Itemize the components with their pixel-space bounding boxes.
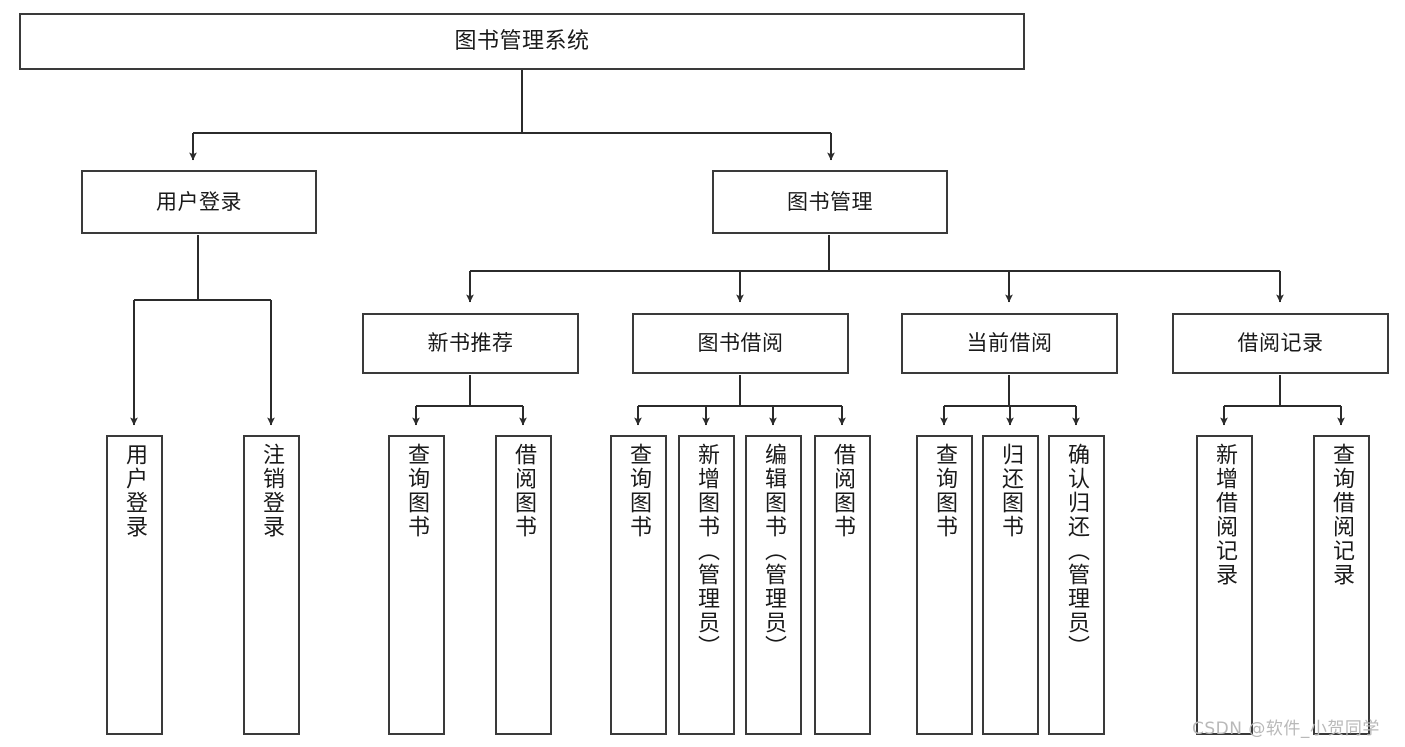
node-new-book-rec-label: 新书推荐	[427, 331, 514, 356]
node-book-manage-label: 图书管理	[787, 189, 873, 214]
node-leaf-add-book-label: 新增图书（管理员）	[694, 443, 720, 659]
node-new-book-rec[interactable]: 新书推荐	[362, 313, 579, 374]
node-leaf-add-record-label: 新增借阅记录	[1212, 443, 1238, 587]
node-leaf-query-book-3-label: 查询图书	[932, 443, 958, 539]
node-user-login-label: 用户登录	[156, 189, 242, 214]
node-book-borrow-label: 图书借阅	[697, 331, 784, 356]
node-leaf-query-book-1-label: 查询图书	[404, 443, 430, 539]
node-borrow-record-label: 借阅记录	[1237, 331, 1324, 356]
node-leaf-edit-book-label: 编辑图书（管理员）	[761, 443, 787, 659]
node-borrow-record[interactable]: 借阅记录	[1172, 313, 1389, 374]
node-leaf-user-login-label: 用户登录	[122, 443, 148, 539]
node-leaf-edit-book[interactable]: 编辑图书（管理员）	[745, 435, 802, 735]
node-user-login[interactable]: 用户登录	[81, 170, 317, 234]
node-root[interactable]: 图书管理系统	[19, 13, 1025, 70]
node-leaf-query-book-2-label: 查询图书	[626, 443, 652, 539]
node-leaf-query-book-2[interactable]: 查询图书	[610, 435, 667, 735]
node-book-borrow[interactable]: 图书借阅	[632, 313, 849, 374]
node-leaf-user-login[interactable]: 用户登录	[106, 435, 163, 735]
node-leaf-query-record-label: 查询借阅记录	[1329, 443, 1355, 587]
node-current-borrow[interactable]: 当前借阅	[901, 313, 1118, 374]
node-leaf-borrow-book-1[interactable]: 借阅图书	[495, 435, 552, 735]
node-leaf-query-record[interactable]: 查询借阅记录	[1313, 435, 1370, 735]
node-leaf-confirm-return-label: 确认归还（管理员）	[1064, 443, 1090, 659]
node-leaf-borrow-book-2-label: 借阅图书	[830, 443, 856, 539]
node-current-borrow-label: 当前借阅	[966, 331, 1053, 356]
node-leaf-return-book-label: 归还图书	[998, 443, 1024, 539]
node-leaf-query-book-1[interactable]: 查询图书	[388, 435, 445, 735]
node-book-manage[interactable]: 图书管理	[712, 170, 948, 234]
node-leaf-user-logout[interactable]: 注销登录	[243, 435, 300, 735]
node-leaf-return-book[interactable]: 归还图书	[982, 435, 1039, 735]
node-leaf-confirm-return[interactable]: 确认归还（管理员）	[1048, 435, 1105, 735]
node-leaf-borrow-book-1-label: 借阅图书	[511, 443, 537, 539]
node-leaf-borrow-book-2[interactable]: 借阅图书	[814, 435, 871, 735]
node-root-label: 图书管理系统	[454, 28, 590, 54]
node-leaf-query-book-3[interactable]: 查询图书	[916, 435, 973, 735]
node-leaf-add-book[interactable]: 新增图书（管理员）	[678, 435, 735, 735]
node-leaf-user-logout-label: 注销登录	[259, 443, 285, 539]
node-leaf-add-record[interactable]: 新增借阅记录	[1196, 435, 1253, 735]
